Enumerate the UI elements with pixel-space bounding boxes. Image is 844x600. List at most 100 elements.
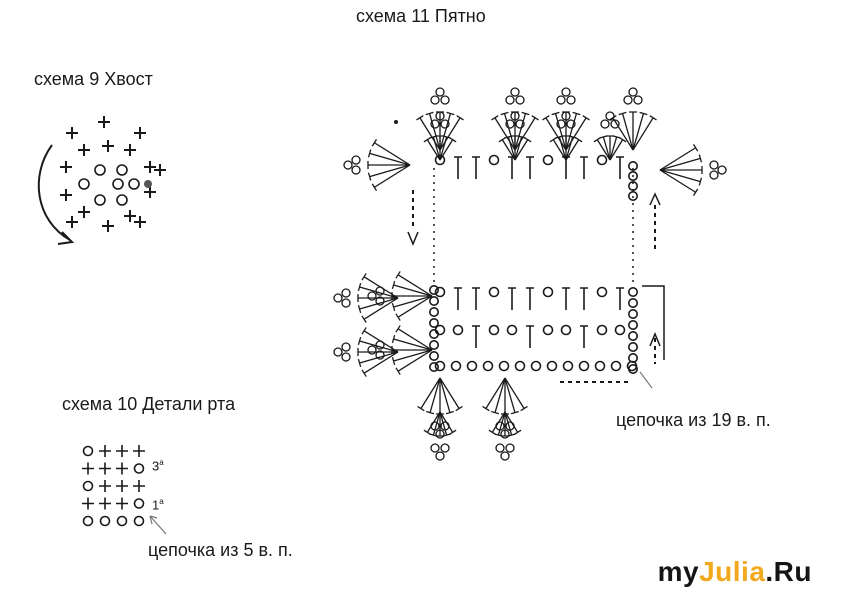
chain-stitch-icon [627, 308, 638, 319]
sc-stitch-icon [82, 462, 94, 475]
chain-stitch-icon [116, 515, 128, 527]
chain-stitch-icon [428, 350, 439, 361]
chain-stitch-icon [450, 360, 462, 372]
chain-stitch-icon [596, 324, 608, 336]
chain-stitch-icon [99, 515, 111, 527]
scheme-10-title: схема 10 Детали рта [62, 394, 236, 414]
shell-fan-icon [367, 325, 433, 375]
chain-stitch-icon [133, 498, 145, 509]
chain-stitch-icon [594, 360, 606, 372]
chain-stitch-icon [542, 154, 554, 166]
sc-stitch-icon [78, 206, 90, 218]
shell-fan-icon [593, 111, 627, 161]
chain-stitch-icon [627, 319, 638, 330]
chain-stitch-icon [596, 154, 608, 166]
chain-stitch-icon [562, 360, 574, 372]
chain-stitch-icon [116, 194, 128, 206]
pointer-line [149, 515, 167, 535]
shell-fan-icon [542, 87, 590, 151]
sc-stitch-icon [133, 445, 145, 457]
chain-stitch-icon [428, 328, 439, 339]
dc-stitch-icon [562, 287, 570, 310]
sc-stitch-icon [66, 127, 78, 139]
sc-stitch-icon [99, 462, 111, 475]
chain-stitch-icon [434, 286, 446, 298]
chain-stitch-icon [434, 360, 446, 372]
chain-stitch-icon [488, 154, 500, 166]
direction-arrow [37, 144, 71, 241]
start-dot [144, 180, 152, 188]
sc-stitch-icon [133, 480, 145, 492]
shell-fan-icon [498, 111, 532, 161]
shell-fan-icon [333, 327, 399, 377]
dc-stitch-icon [508, 287, 516, 310]
sc-stitch-icon [124, 144, 136, 156]
chain-stitch-icon [78, 178, 90, 190]
shell-fan-icon [423, 111, 457, 161]
chain-stitch-icon [82, 445, 94, 457]
chain-stitch-icon [627, 286, 638, 297]
chain-stitch-icon [128, 178, 140, 190]
chain-stitch-icon [133, 515, 145, 527]
chain-stitch-icon [112, 178, 124, 190]
chain-stitch-icon [428, 317, 439, 328]
sc-stitch-icon [116, 462, 128, 475]
scheme-11-chain-note: цепочка из 19 в. п. [616, 410, 771, 430]
chain-stitch-icon [610, 360, 622, 372]
dc-stitch-icon [580, 156, 588, 179]
sc-stitch-icon [60, 189, 72, 201]
turn-bracket [642, 285, 665, 360]
sc-stitch-icon [116, 445, 128, 457]
sc-stitch-icon [116, 480, 128, 492]
chain-stitch-icon [627, 191, 638, 202]
sc-stitch-icon [154, 164, 166, 176]
chain-stitch-icon [428, 306, 439, 317]
arrowhead-icon [57, 231, 75, 245]
chain-stitch-icon [627, 330, 638, 341]
chain-stitch-icon [627, 363, 638, 374]
chain-stitch-icon [560, 324, 572, 336]
sc-stitch-icon [78, 144, 90, 156]
sc-stitch-icon [116, 497, 128, 510]
dc-stitch-icon [580, 325, 588, 348]
chain-stitch-icon [82, 480, 94, 492]
chain-stitch-icon [428, 284, 439, 295]
chain-stitch-icon [94, 164, 106, 176]
chain-stitch-icon [627, 161, 638, 172]
up-arrowhead-icon [649, 192, 661, 206]
up-arrowhead-icon-2 [649, 332, 661, 347]
shell-fan-icon [549, 111, 583, 161]
chain-stitch-icon [82, 515, 94, 527]
shell-fan-icon [423, 411, 457, 461]
sc-stitch-icon [102, 140, 114, 152]
chain-stitch-icon [498, 360, 510, 372]
chain-stitch-icon [546, 360, 558, 372]
down-arrowhead-icon [407, 231, 419, 246]
sc-stitch-icon [98, 116, 110, 128]
sc-stitch-icon [144, 161, 156, 173]
chain-stitch-icon [466, 360, 478, 372]
scheme-11-title: схема 11 Пятно [356, 6, 486, 26]
sc-stitch-icon [99, 445, 111, 457]
chain-stitch-icon [94, 194, 106, 206]
site-logo: myJulia.Ru [657, 556, 812, 587]
chain-stitch-icon [488, 286, 500, 298]
sc-stitch-icon [99, 497, 111, 510]
chain-stitch-icon [627, 171, 638, 182]
chain-stitch-icon [428, 339, 439, 350]
sc-stitch-icon [66, 216, 78, 228]
chain-stitch-icon [627, 341, 638, 352]
sc-stitch-icon [99, 480, 111, 492]
dc-stitch-icon [472, 287, 480, 310]
row-marker-3: 3а [152, 458, 164, 474]
chain-stitch-icon [488, 324, 500, 336]
dc-stitch-icon [580, 287, 588, 310]
dc-stitch-icon [508, 156, 516, 179]
sc-stitch-icon [82, 497, 94, 510]
dc-stitch-icon [526, 287, 534, 310]
chain-stitch-icon [506, 324, 518, 336]
dc-stitch-icon [472, 325, 480, 348]
shell-fan-icon [343, 139, 411, 191]
